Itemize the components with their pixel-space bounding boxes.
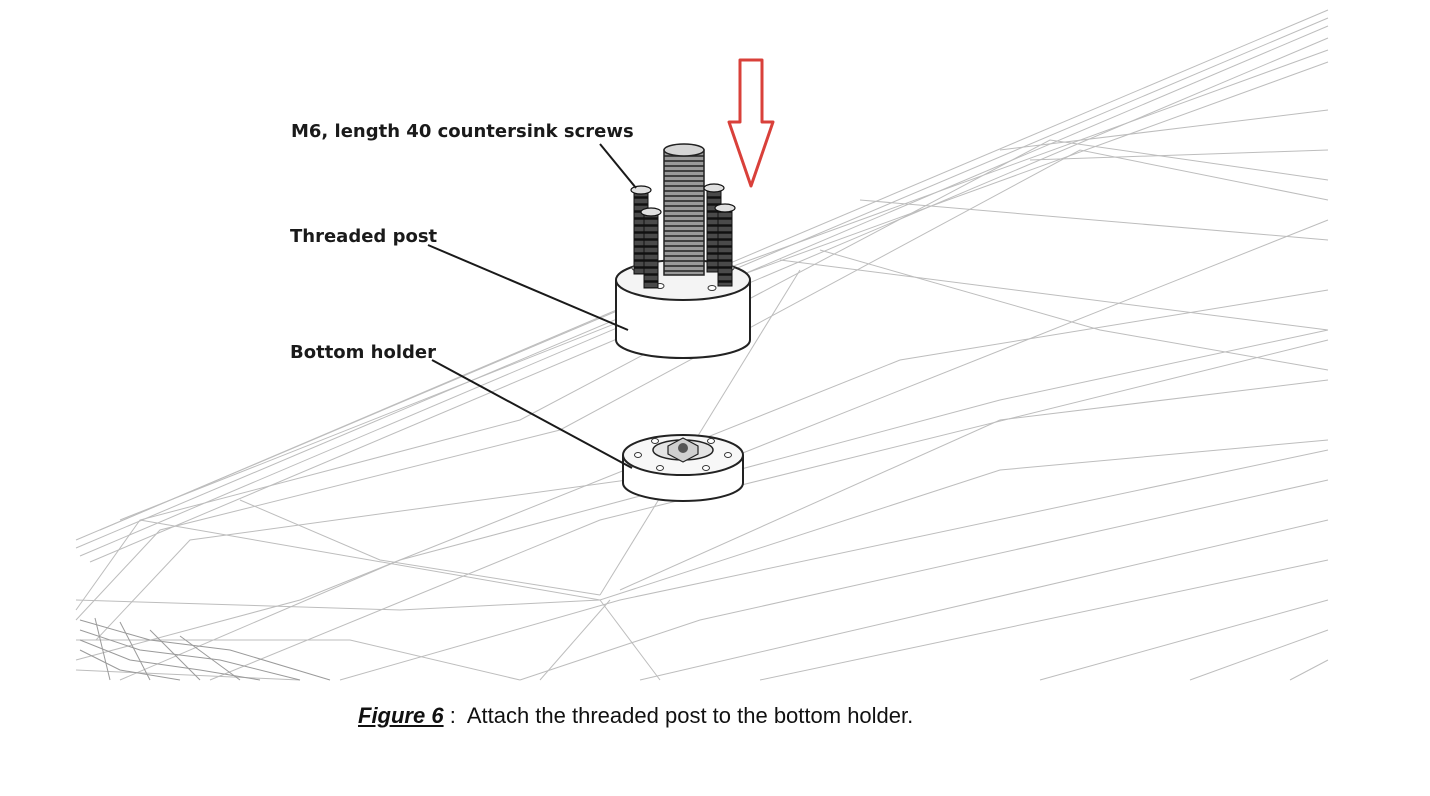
wireframe-corner-detail (79, 617, 331, 681)
bottom-holder-part (622, 434, 744, 502)
label-bottom-holder: Bottom holder (290, 342, 436, 363)
figure-caption: Figure 6 : Attach the threaded post to t… (358, 703, 913, 729)
leader-line-screws (599, 143, 637, 189)
figure-number: Figure 6 (358, 703, 444, 728)
leader-line-post (427, 244, 629, 331)
down-arrow-icon (727, 58, 775, 188)
label-threaded-post: Threaded post (290, 226, 438, 247)
countersink-screws (630, 183, 736, 289)
caption-separator: : (443, 703, 467, 728)
leader-lines (427, 143, 637, 469)
caption-text: Attach the threaded post to the bottom h… (466, 703, 914, 728)
leader-line-holder (431, 359, 633, 469)
label-screws: M6, length 40 countersink screws (291, 121, 634, 142)
wireframe-mesh (75, 9, 1329, 681)
